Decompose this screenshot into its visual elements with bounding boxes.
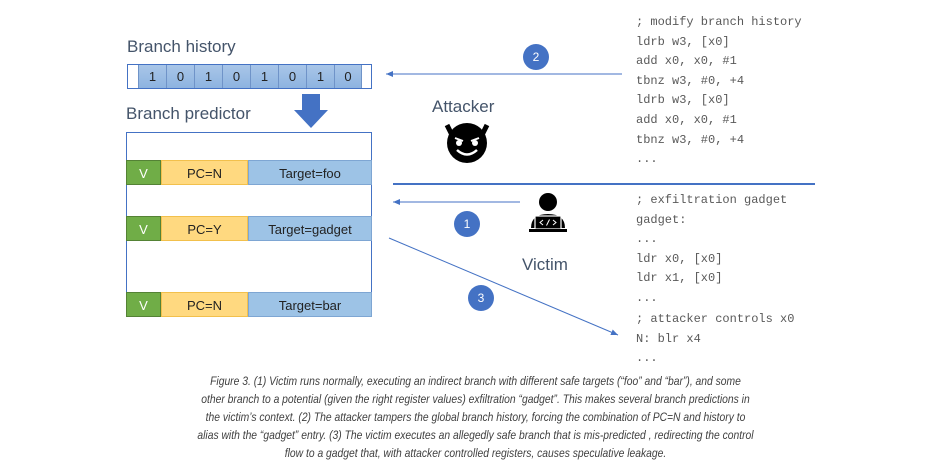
- target-field: Target=gadget: [248, 216, 372, 241]
- valid-flag: V: [126, 160, 161, 185]
- valid-flag: V: [126, 292, 161, 317]
- predictor-entry-foo: V PC=N Target=foo: [126, 160, 372, 185]
- gadget-code: ; exfiltration gadget gadget: ... ldr x0…: [636, 191, 787, 309]
- devil-icon: [444, 123, 490, 163]
- arrow-predictor-to-victim-code: [388, 237, 619, 336]
- code-line: ldrb w3, [x0]: [636, 34, 730, 49]
- history-bit: 1: [138, 65, 166, 88]
- code-line: tbnz w3, #0, +4: [636, 73, 745, 88]
- code-line: ; exfiltration gadget: [636, 193, 788, 207]
- code-line: gadget:: [636, 212, 687, 227]
- attacker-code: ; modify branch history ldrb w3, [x0] ad…: [636, 13, 802, 170]
- branch-history-register: 1 0 1 0 1 0 1 0: [127, 64, 372, 89]
- victim-label: Victim: [522, 255, 568, 274]
- valid-flag: V: [126, 216, 161, 241]
- code-line: tbnz w3, #0, +4: [636, 132, 745, 147]
- connectors: [294, 71, 815, 336]
- victim-coder-icon: [529, 193, 567, 232]
- history-bit: 0: [166, 65, 194, 88]
- target-field: Target=bar: [248, 292, 372, 317]
- history-bit: 0: [222, 65, 250, 88]
- code-line: ldr x1, [x0]: [636, 271, 723, 286]
- branch-predictor-title: Branch predictor: [126, 104, 251, 123]
- step-2-badge: 2: [523, 44, 549, 70]
- code-line: ...: [636, 232, 658, 247]
- pc-field: PC=N: [161, 292, 248, 317]
- target-field: Target=foo: [248, 160, 372, 185]
- down-arrow-icon: [294, 94, 328, 128]
- predictor-entry-gadget: V PC=Y Target=gadget: [126, 216, 372, 241]
- code-line: ; attacker controls x0: [636, 312, 795, 326]
- code-line: ...: [636, 290, 658, 305]
- caption-line: the victim’s context. (2) The attacker t…: [205, 410, 746, 424]
- figure-caption: Figure 3. (1) Victim runs normally, exec…: [0, 372, 951, 462]
- code-line: ...: [636, 152, 658, 167]
- history-bit: 1: [194, 65, 222, 88]
- caption-line: Figure 3. (1) Victim runs normally, exec…: [210, 374, 741, 388]
- history-bit: 1: [250, 65, 278, 88]
- caption-line: alias with the “gadget” entry. (3) The v…: [197, 428, 754, 442]
- step-1-badge: 1: [454, 211, 480, 237]
- code-line: ldrb w3, [x0]: [636, 93, 730, 108]
- code-line: add x0, x0, #1: [636, 54, 737, 69]
- history-bit: 0: [278, 65, 306, 88]
- caption-line: other branch to a potential (given the r…: [201, 392, 750, 406]
- pc-field: PC=N: [161, 160, 248, 185]
- step-3-badge: 3: [468, 285, 494, 311]
- predictor-entry-bar: V PC=N Target=bar: [126, 292, 372, 317]
- code-line: ldr x0, [x0]: [636, 251, 723, 266]
- history-bit: 0: [334, 65, 362, 88]
- code-line: ; modify branch history: [636, 15, 802, 29]
- history-bit: 1: [306, 65, 334, 88]
- attacker-label: Attacker: [432, 97, 495, 116]
- caption-line: flow to a gadget that, with attacker con…: [284, 446, 667, 460]
- code-line: add x0, x0, #1: [636, 112, 737, 127]
- code-line: N: blr x4: [636, 331, 701, 346]
- victim-code: ; attacker controls x0 N: blr x4 ...: [636, 310, 794, 369]
- pc-field: PC=Y: [161, 216, 248, 241]
- code-line: ...: [636, 351, 658, 366]
- branch-history-title: Branch history: [127, 37, 236, 56]
